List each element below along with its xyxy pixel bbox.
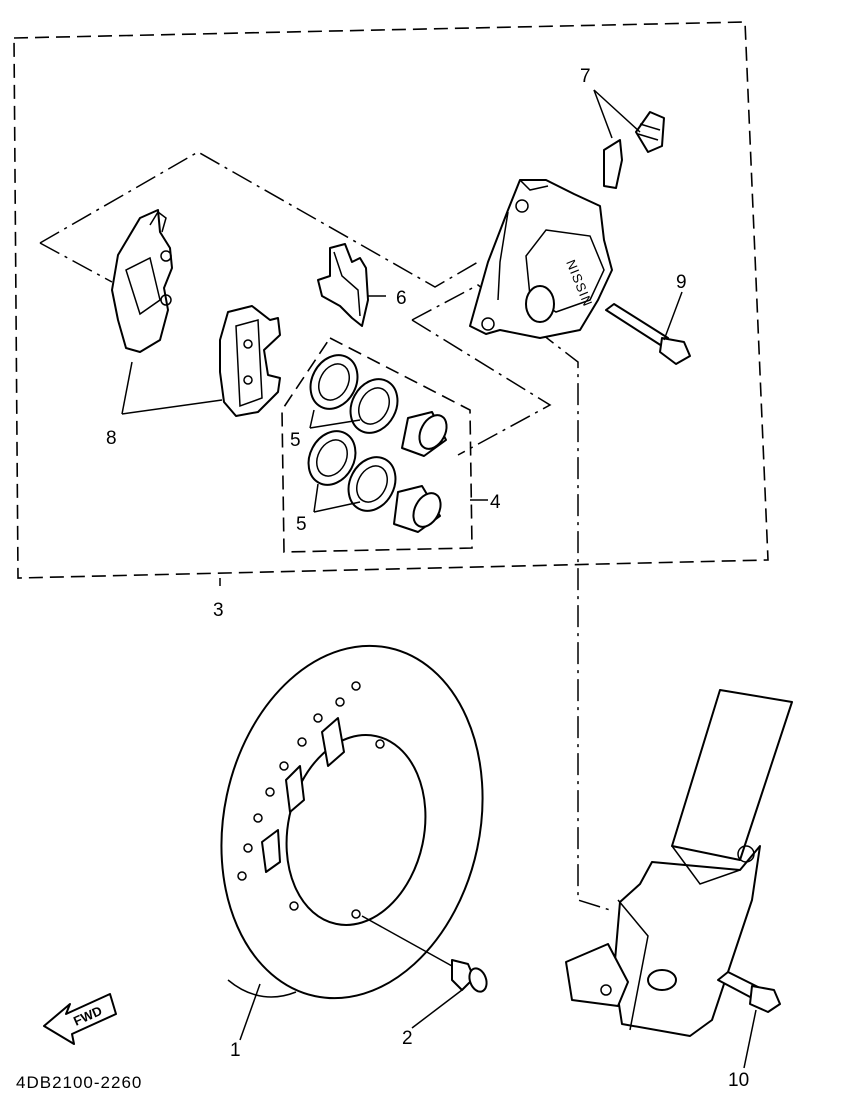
callout-10: 10 (728, 1070, 749, 1091)
callout-6: 6 (396, 288, 407, 309)
callout-2: 2 (402, 1028, 413, 1049)
disc-holes (237, 681, 385, 919)
callout-1: 1 (230, 1040, 241, 1061)
callout-8: 8 (106, 428, 117, 449)
seal-kit-boundary (281, 336, 473, 553)
callout-4: 4 (490, 492, 501, 513)
pad-spring-clip (317, 243, 369, 327)
callout-7: 7 (580, 66, 591, 87)
brake-pad-front (111, 209, 173, 353)
front-fork-leg (565, 689, 793, 1037)
caliper-bolt (605, 303, 691, 365)
fork-bolt (717, 971, 781, 1013)
bleed-screw (603, 111, 665, 189)
caliper-pistons (393, 411, 448, 533)
callout-9: 9 (676, 272, 687, 293)
forward-direction-arrow: FWD (43, 993, 117, 1045)
callout-5b: 5 (296, 514, 307, 535)
brake-pad-rear (219, 305, 281, 417)
callout-3: 3 (213, 600, 224, 621)
brake-caliper: NISSIN (469, 179, 613, 339)
caliper-assembly-boundary (13, 21, 769, 579)
brake-disc (220, 644, 484, 1000)
diagram-part-number: 4DB2100-2260 (16, 1073, 142, 1092)
callout-5a: 5 (290, 430, 301, 451)
disc-screw (361, 915, 488, 993)
piston-seals (307, 354, 399, 512)
leader-lines (121, 89, 757, 1069)
alignment-lines (39, 151, 611, 911)
